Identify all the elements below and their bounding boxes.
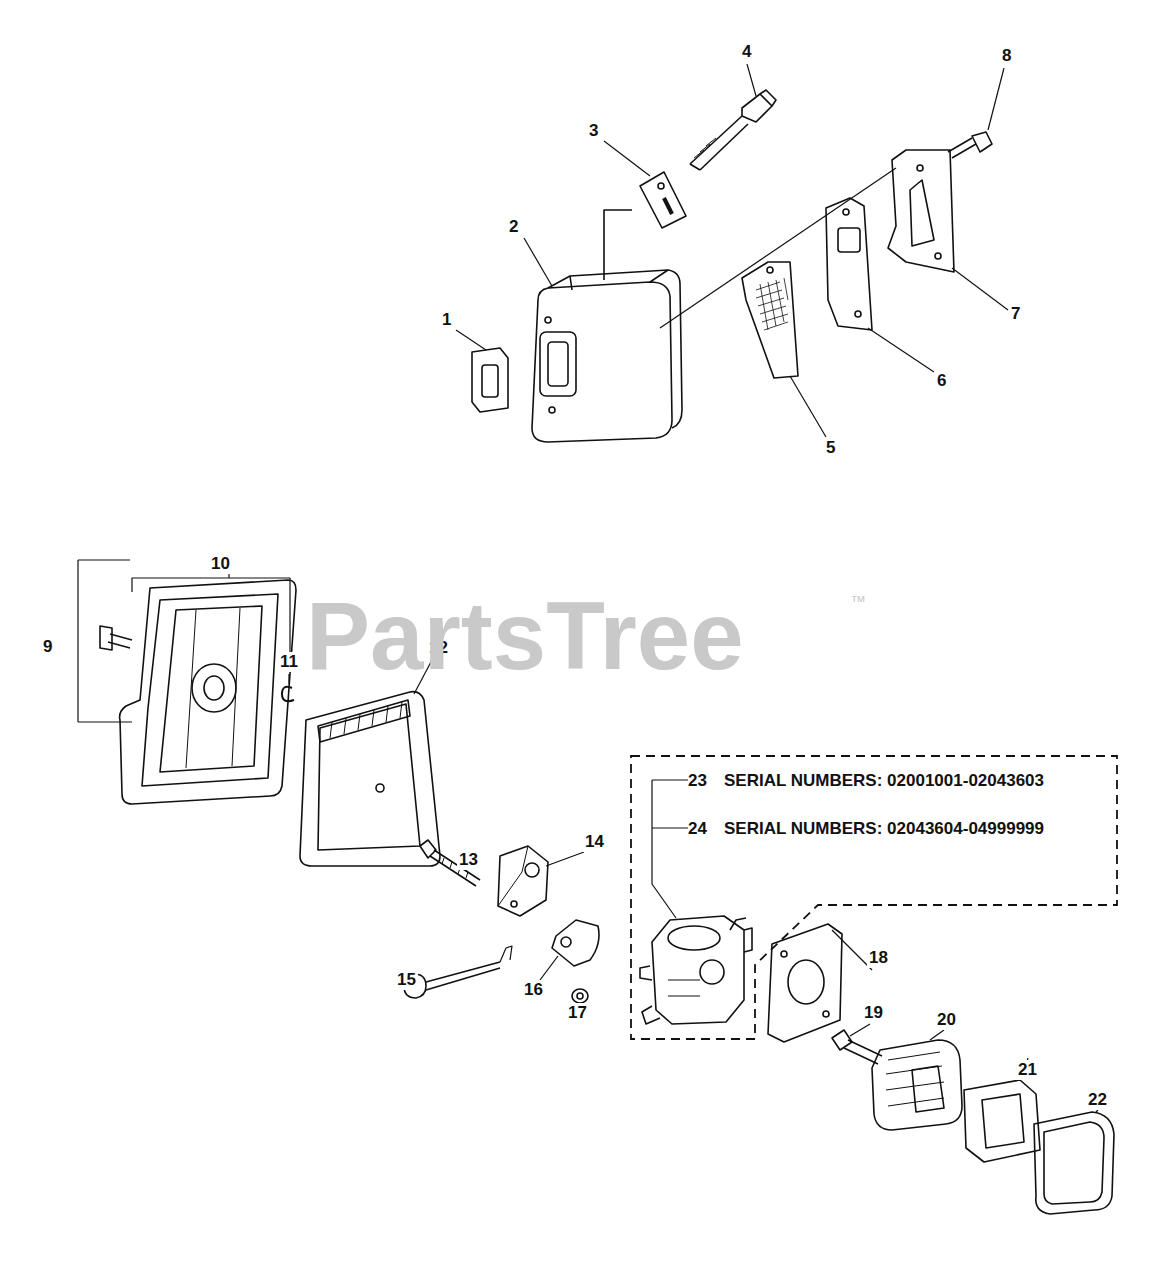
callout-number: 14 <box>583 832 606 852</box>
watermark: PartsTree <box>306 588 744 684</box>
callout-number: 13 <box>457 850 480 870</box>
serial-number-box: 23 SERIAL NUMBERS: 02001001-02043603 24 SER… <box>630 755 1118 1040</box>
callout-number: 1 <box>440 310 453 330</box>
callout-number: 11 <box>278 652 300 672</box>
callout-number: 24 <box>688 819 707 839</box>
callout-number: 7 <box>1009 304 1022 324</box>
callout-number: 6 <box>935 371 948 391</box>
serial-range-text: SERIAL NUMBERS: 02001001-02043603 <box>724 771 1044 791</box>
callout-number: 3 <box>587 121 600 141</box>
callout-number: 18 <box>867 948 890 968</box>
callout-number: 19 <box>862 1003 885 1023</box>
muffler-assembly <box>472 90 992 442</box>
callout-number: 10 <box>209 554 232 574</box>
callout-number: 2 <box>507 217 520 237</box>
callout-number: 15 <box>395 970 418 990</box>
callout-number: 4 <box>740 42 753 62</box>
callout-number: 20 <box>935 1010 958 1030</box>
dashed-outline <box>630 755 1118 1040</box>
callout-number: 9 <box>41 637 54 657</box>
callout-number: 5 <box>824 438 837 458</box>
callout-number: 17 <box>566 1003 589 1023</box>
leader-lines <box>229 64 1098 1112</box>
trademark-mark: ™ <box>850 594 866 610</box>
callout-number: 21 <box>1016 1060 1039 1080</box>
callout-number: 23 <box>688 771 707 791</box>
carburetor-assembly <box>404 780 1114 1214</box>
callout-number: 16 <box>522 980 545 1000</box>
serial-range-text: SERIAL NUMBERS: 02043604-04999999 <box>724 819 1044 839</box>
callout-number: 8 <box>1000 46 1013 66</box>
callout-number: 22 <box>1086 1090 1109 1110</box>
